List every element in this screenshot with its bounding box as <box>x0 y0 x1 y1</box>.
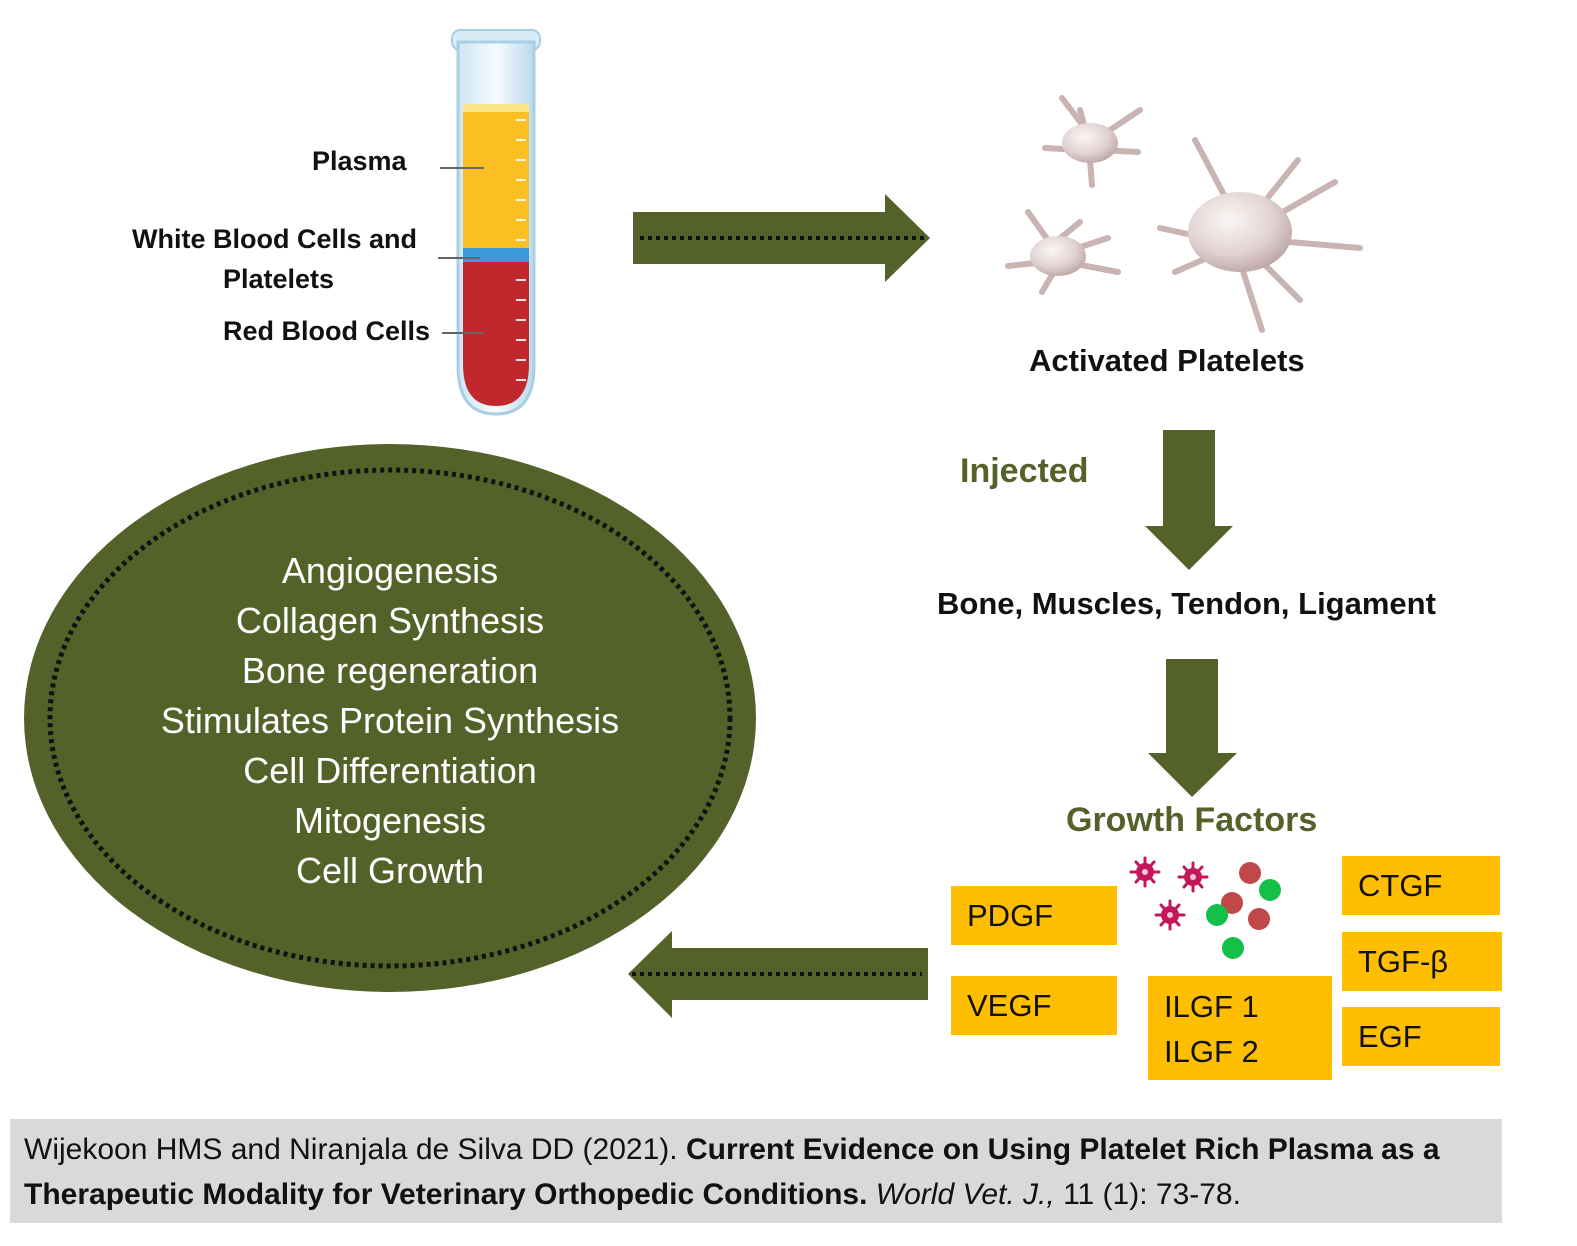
effect-item: Stimulates Protein Synthesis <box>160 700 620 741</box>
growth-factor-label: CTGF <box>1358 867 1443 903</box>
growth-factor-label: EGF <box>1358 1018 1422 1054</box>
growth-factor-label: TGF-β <box>1358 943 1449 979</box>
injected-label: Injected <box>960 452 1089 490</box>
citation-volume: 11 (1): 73-78. <box>1054 1178 1241 1211</box>
rbc-label: Red Blood Cells <box>223 316 431 346</box>
growth-factor-label: ILGF 1 <box>1164 989 1259 1024</box>
growth-factor-label: VEGF <box>967 987 1052 1023</box>
arrow-left-icon <box>628 931 928 1018</box>
citation-journal: World Vet. J., <box>875 1178 1055 1211</box>
growth-factor-label: ILGF 2 <box>1164 1034 1259 1069</box>
effect-item: Angiogenesis <box>281 550 499 591</box>
red-cell-layer <box>463 262 529 406</box>
effects-list: Angiogenesis Collagen Synthesis Bone reg… <box>80 546 700 896</box>
growth-factor-box-tgfb: TGF-β <box>1342 932 1502 991</box>
citation-authors: Wijekoon HMS and Niranjala de Silva DD (… <box>24 1133 686 1166</box>
growth-factor-label: PDGF <box>967 897 1054 933</box>
growth-factor-box-egf: EGF <box>1342 1007 1500 1066</box>
growth-factor-box-ctgf: CTGF <box>1342 856 1500 915</box>
growth-factor-box-vegf: VEGF <box>951 976 1117 1035</box>
arrow-down-icon <box>1145 430 1233 570</box>
growth-factors-label: Growth Factors <box>1066 801 1318 839</box>
plasma-layer <box>463 104 529 250</box>
arrow-down-icon-2 <box>1148 659 1237 797</box>
activated-platelets-icon <box>1005 95 1363 333</box>
arrow-right-icon <box>633 194 930 282</box>
effect-item: Collagen Synthesis <box>235 600 545 641</box>
effect-item: Cell Growth <box>295 850 485 891</box>
wbc-label-line2: Platelets <box>223 264 335 294</box>
growth-factor-molecules-icon <box>1129 856 1281 959</box>
activated-platelets-label: Activated Platelets <box>1029 343 1305 378</box>
tissues-label: Bone, Muscles, Tendon, Ligament <box>937 586 1436 621</box>
effects-ellipse <box>24 444 756 992</box>
effect-item: Cell Differentiation <box>243 750 537 791</box>
buffy-coat-layer <box>463 248 529 264</box>
citation-box: Wijekoon HMS and Niranjala de Silva DD (… <box>10 1119 1502 1223</box>
citation-title: Current Evidence on Using Platelet Rich … <box>24 1133 1440 1211</box>
effect-item: Bone regeneration <box>241 650 539 691</box>
growth-factor-box-pdgf: PDGF <box>951 886 1117 945</box>
test-tube <box>438 29 541 416</box>
effect-item: Mitogenesis <box>293 800 487 841</box>
plasma-label: Plasma <box>312 146 407 176</box>
growth-factor-box-ilgf: ILGF 1 ILGF 2 <box>1148 976 1332 1080</box>
wbc-label-line1: White Blood Cells and <box>132 224 418 254</box>
